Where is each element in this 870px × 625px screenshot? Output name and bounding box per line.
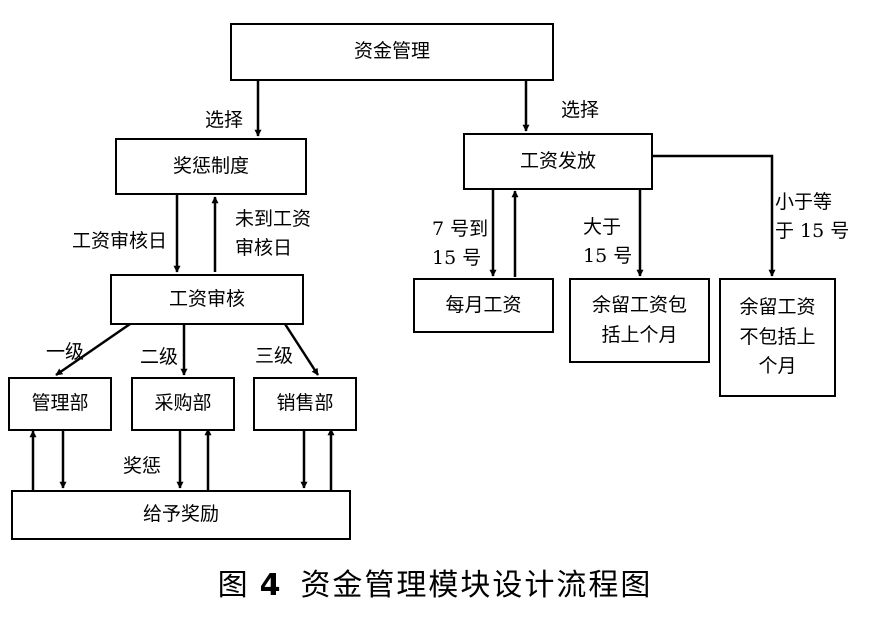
label-le-15: 小于等 于 15 号	[775, 191, 850, 243]
arrow-payment-to-remaining-excl	[651, 154, 776, 277]
arrow-audit-to-management	[55, 322, 131, 377]
node-salary-payment: 工资发放	[463, 133, 653, 190]
arrow-audit-to-sales	[283, 323, 320, 376]
node-remaining-incl: 余留工资包 括上个月	[569, 278, 710, 363]
label-select-right: 选择	[561, 99, 600, 121]
label-level3: 三级	[255, 345, 294, 367]
node-monthly-salary: 每月工资	[413, 278, 554, 333]
node-remaining-excl: 余留工资 不包括上 个月	[719, 278, 836, 397]
node-sales-dept: 销售部	[253, 377, 357, 431]
node-salary-audit: 工资审核	[110, 274, 304, 325]
label-before-audit-day: 未到工资 审核日	[235, 208, 312, 260]
label-day-7-15: 7 号到 15 号	[432, 218, 489, 270]
caption-number: 4	[259, 568, 283, 603]
node-grant-reward: 给予奖励	[11, 490, 351, 540]
node-fund-management: 资金管理	[230, 23, 554, 81]
label-level2: 二级	[140, 346, 179, 368]
label-select-left: 选择	[205, 109, 244, 131]
node-management-dept: 管理部	[8, 377, 112, 431]
label-audit-day: 工资审核日	[72, 230, 168, 252]
node-reward-policy: 奖惩制度	[115, 138, 307, 195]
label-reward-punish: 奖惩	[123, 455, 162, 477]
label-greater-15: 大于 15 号	[583, 216, 633, 268]
node-purchasing-dept: 采购部	[131, 377, 235, 431]
caption-title: 资金管理模块设计流程图	[300, 568, 653, 603]
caption-prefix: 图	[217, 568, 250, 603]
label-level1: 一级	[46, 341, 85, 363]
